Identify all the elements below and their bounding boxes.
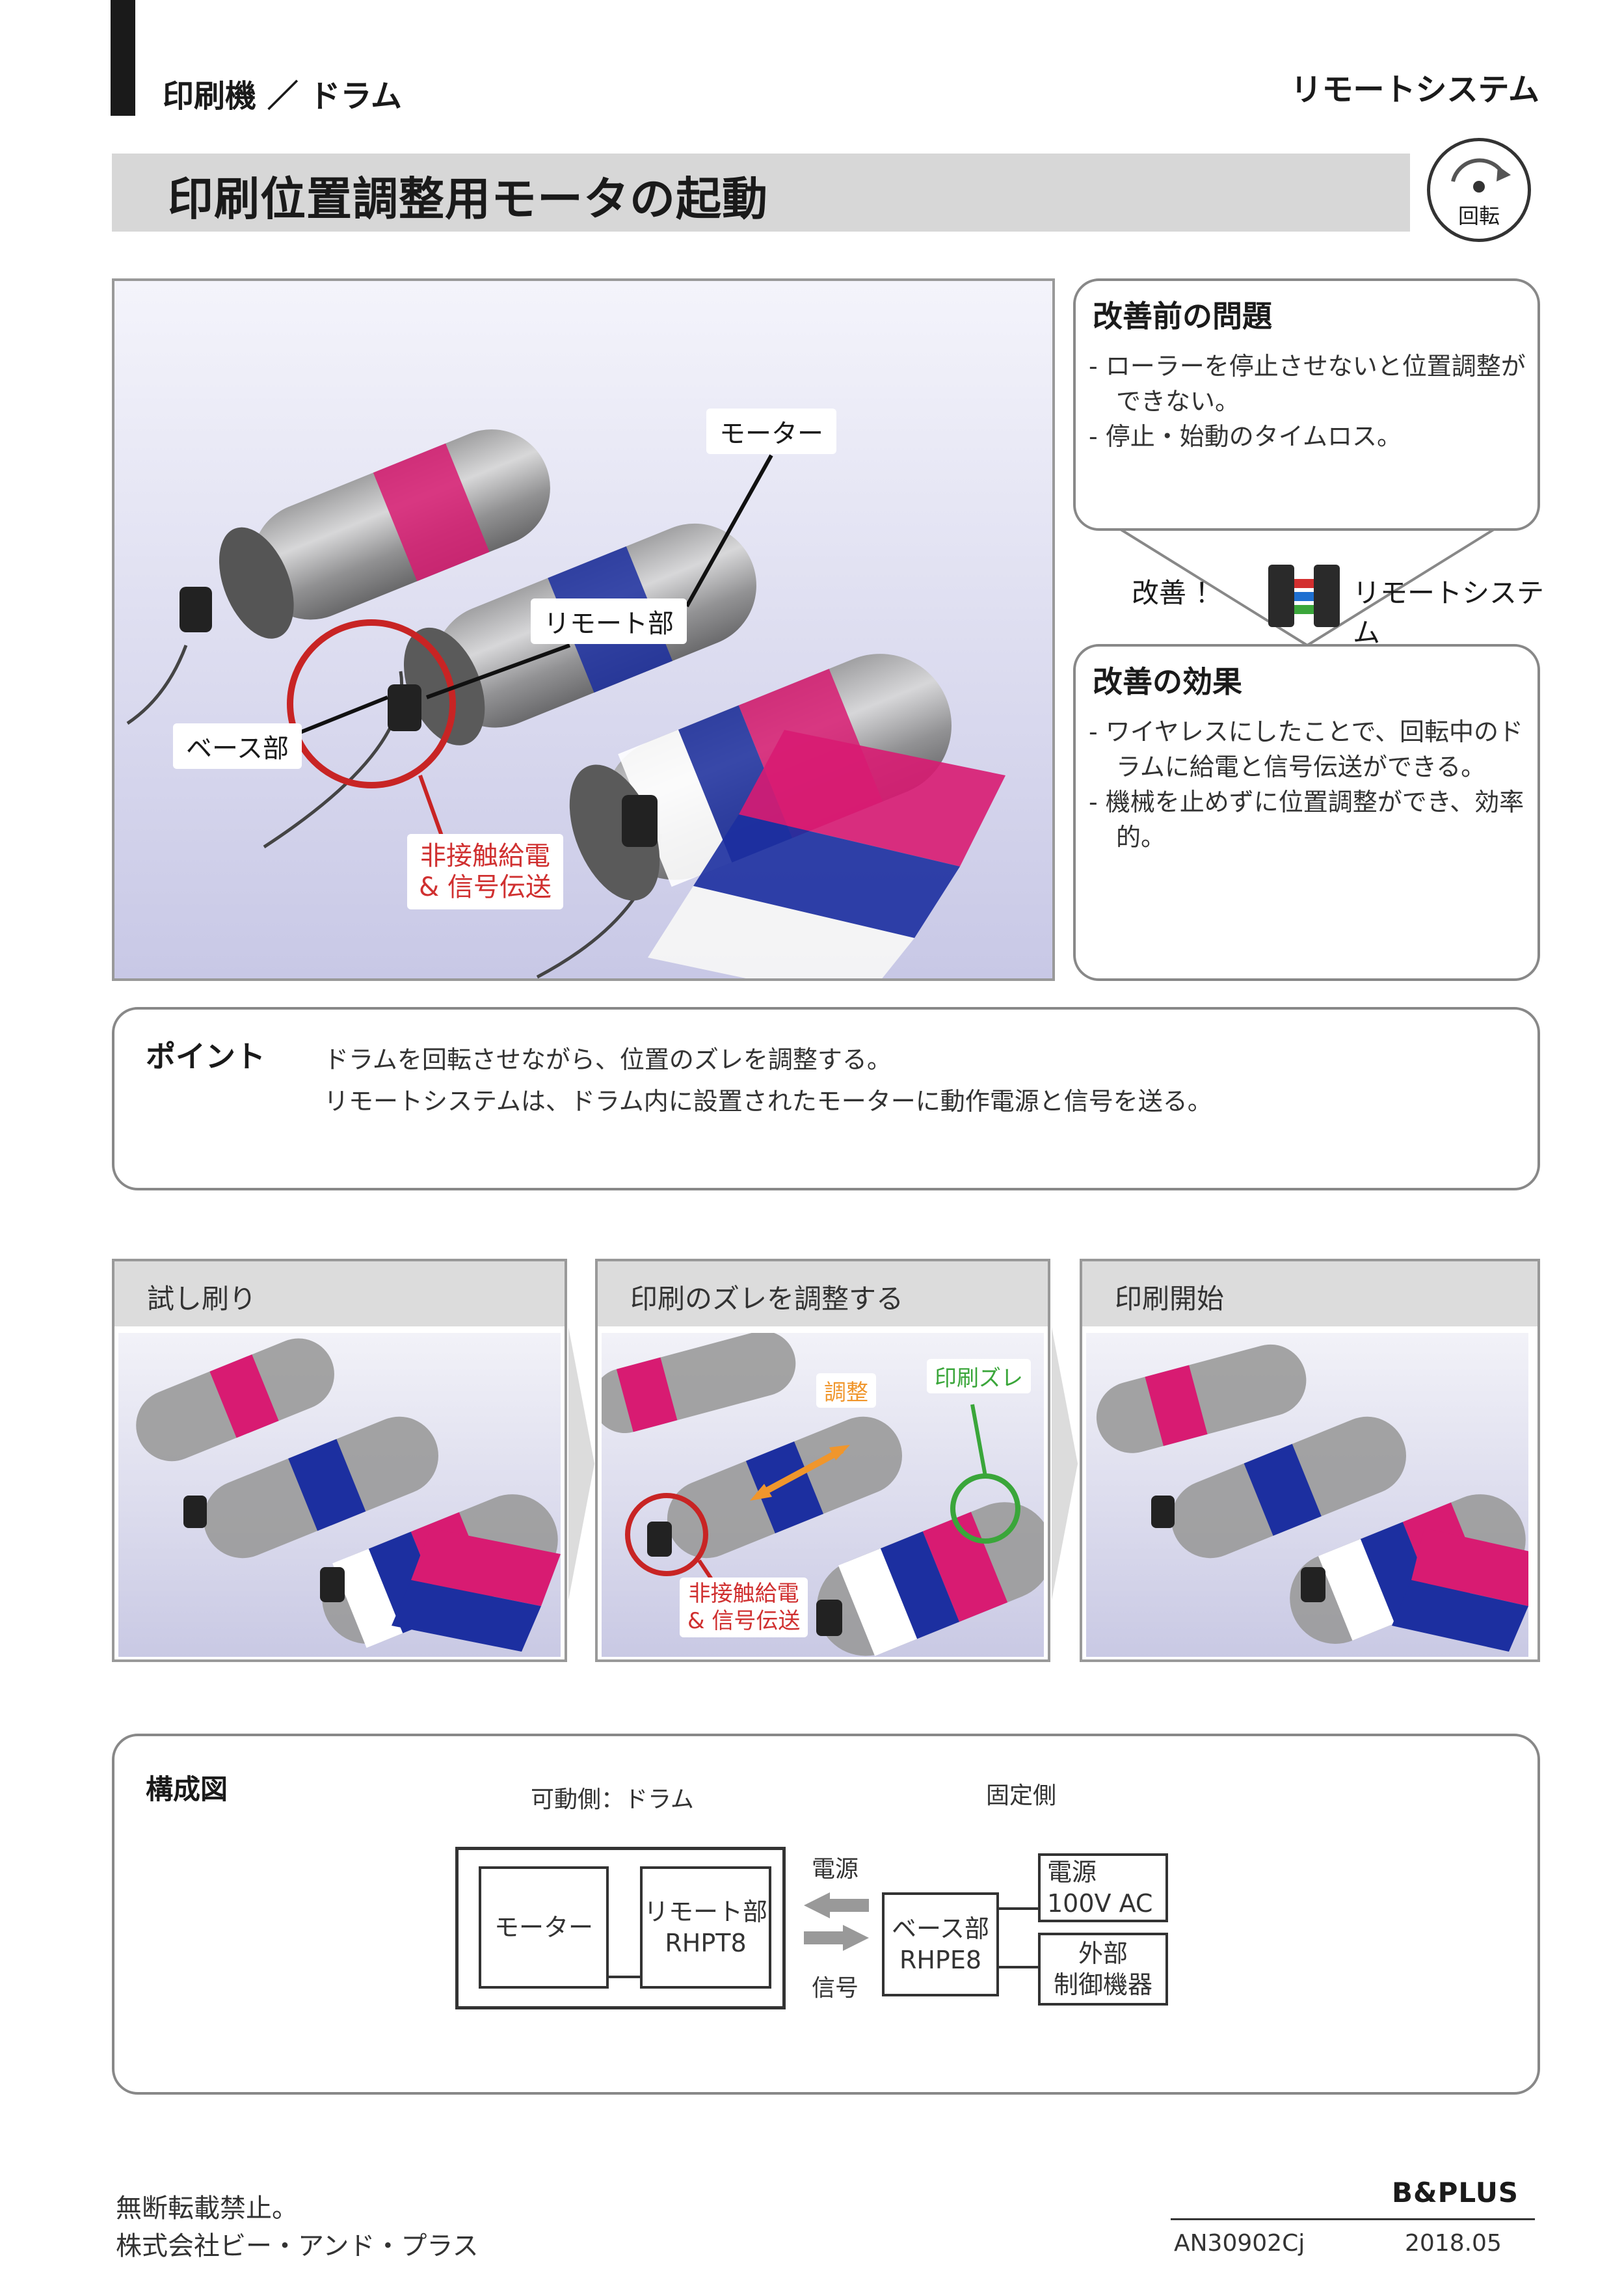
point-title: ポイント bbox=[146, 1039, 265, 1074]
rotation-icon bbox=[1451, 158, 1511, 193]
misprint-callout: 印刷ズレ bbox=[927, 1359, 1031, 1393]
contactless-callout: 非接触給電 & 信号伝送 bbox=[680, 1577, 808, 1637]
contactless-line1: 非接触給電 bbox=[688, 1581, 799, 1607]
contactless-line2: & 信号伝送 bbox=[687, 1608, 801, 1634]
power-arrow-label: 電源 bbox=[812, 1856, 859, 1883]
effect-item: ワイヤレスにしたことで、回転中のドラムに給電と信号伝送ができる。 bbox=[1089, 714, 1537, 785]
contactless-line2: & 信号伝送 bbox=[419, 872, 552, 902]
remote-box-line2: RHPT8 bbox=[665, 1929, 747, 1957]
base-box-line1: ベース部 bbox=[891, 1914, 990, 1943]
effect-title: 改善の効果 bbox=[1093, 664, 1242, 699]
document-number: AN30902Cj bbox=[1174, 2230, 1305, 2257]
step-title: 試し刷り bbox=[147, 1283, 257, 1315]
fixed-side-label: 固定側 bbox=[986, 1782, 1057, 1809]
problem-item: ローラーを停止させないと位置調整ができない。 bbox=[1089, 349, 1537, 419]
contactless-callout: 非接触給電 & 信号伝送 bbox=[407, 834, 563, 909]
effect-list: ワイヤレスにしたことで、回転中のドラムに給電と信号伝送ができる。 機械を止めずに… bbox=[1089, 714, 1537, 855]
step-illustration: 調整 印刷ズレ 非接触給電 & 信号伝送 bbox=[602, 1333, 1044, 1657]
power-supply-line2: 100V AC bbox=[1047, 1889, 1153, 1918]
base-box-line2: RHPE8 bbox=[899, 1946, 982, 1974]
title-band bbox=[112, 154, 1410, 232]
hero-illustration: モーター リモート部 ベース部 非接触給電 & 信号伝送 bbox=[112, 278, 1055, 981]
point-panel: ポイント ドラムを回転させながら、位置のズレを調整する。 リモートシステムは、ド… bbox=[112, 1007, 1540, 1190]
step-header: 試し刷り bbox=[114, 1261, 565, 1326]
contactless-line1: 非接触給電 bbox=[419, 841, 550, 871]
step-adjust: 印刷のズレを調整する 調整 印刷ズレ 非接触給電 & 信号伝送 bbox=[595, 1259, 1050, 1662]
footer-no-reprint: 無断転載禁止。 bbox=[116, 2194, 298, 2223]
diagram-connectors bbox=[609, 1892, 1038, 1978]
improvement-label: 改善 ！ bbox=[1132, 577, 1223, 609]
effect-panel: 改善の効果 ワイヤレスにしたことで、回転中のドラムに給電と信号伝送ができる。 機… bbox=[1073, 644, 1540, 981]
motor-box: モーター bbox=[479, 1866, 609, 1989]
step-test-print: 試し刷り bbox=[112, 1259, 567, 1662]
external-controller-box: 外部 制御機器 bbox=[1038, 1933, 1168, 2006]
step-title: 印刷のズレを調整する bbox=[630, 1283, 904, 1315]
step-illustration bbox=[1086, 1333, 1528, 1657]
remote-system-device-icon bbox=[1268, 565, 1340, 627]
page-title: 印刷位置調整用モータの起動 bbox=[168, 172, 768, 226]
step-header: 印刷のズレを調整する bbox=[598, 1261, 1048, 1326]
structure-title: 構成図 bbox=[146, 1773, 228, 1805]
remote-box-line1: リモート部 bbox=[643, 1898, 767, 1926]
rotation-badge: 回転 bbox=[1427, 138, 1531, 242]
drum-illustration bbox=[126, 429, 1005, 978]
improvement-row: 改善 ！ リモートシステム bbox=[1132, 559, 1554, 649]
external-controller-line1: 外部 bbox=[1078, 1939, 1128, 1968]
remote-callout: リモート部 bbox=[531, 598, 687, 644]
improvement-system-label: リモートシステム bbox=[1353, 577, 1545, 649]
header-category: 印刷機 ／ ドラム bbox=[163, 78, 402, 114]
effect-item: 機械を止めずに位置調整ができ、効率的。 bbox=[1089, 785, 1537, 855]
drum-illustration-small bbox=[1096, 1344, 1528, 1652]
drum-illustration-small bbox=[602, 1333, 1044, 1656]
step-header: 印刷開始 bbox=[1082, 1261, 1537, 1326]
problem-list: ローラーを停止させないと位置調整ができない。 停止・始動のタイムロス。 bbox=[1089, 349, 1537, 454]
step-start-print: 印刷開始 bbox=[1080, 1259, 1540, 1662]
footer-company: 株式会社ビー・アンド・プラス bbox=[116, 2231, 479, 2261]
power-supply-box: 電源 100V AC bbox=[1038, 1853, 1168, 1922]
header-product: リモートシステム bbox=[1290, 72, 1539, 108]
motor-box-label: モーター bbox=[494, 1913, 593, 1942]
step-arrow-1 bbox=[568, 1327, 594, 1600]
rotation-badge-label: 回転 bbox=[1458, 204, 1500, 228]
point-line-2: リモートシステムは、ドラム内に設置されたモーターに動作電源と信号を送る。 bbox=[324, 1087, 1212, 1116]
drum-illustration-small bbox=[136, 1338, 561, 1652]
signal-arrow-label: 信号 bbox=[812, 1975, 859, 2002]
external-controller-line2: 制御機器 bbox=[1053, 1970, 1152, 1999]
step-title: 印刷開始 bbox=[1115, 1283, 1225, 1315]
problem-panel: 改善前の問題 ローラーを停止させないと位置調整ができない。 停止・始動のタイムロ… bbox=[1073, 278, 1540, 531]
power-supply-line1: 電源 bbox=[1047, 1858, 1097, 1886]
step-arrow-2 bbox=[1052, 1327, 1078, 1600]
company-logo: B&PLUS bbox=[1392, 2177, 1519, 2208]
document-date: 2018.05 bbox=[1405, 2230, 1502, 2257]
adjust-callout: 調整 bbox=[816, 1373, 876, 1408]
remote-box: リモート部 RHPT8 bbox=[640, 1866, 771, 1989]
footer-rule bbox=[1171, 2218, 1535, 2220]
structure-panel: 構成図 可動側：ドラム 固定側 モーター リモート部 RHPT8 電源 信号 ベ… bbox=[112, 1734, 1540, 2095]
movable-side-label: 可動側：ドラム bbox=[531, 1786, 694, 1813]
motor-callout: モーター bbox=[706, 409, 836, 454]
point-line-1: ドラムを回転させながら、位置のズレを調整する。 bbox=[324, 1045, 892, 1074]
step-illustration bbox=[118, 1333, 561, 1657]
problem-item: 停止・始動のタイムロス。 bbox=[1089, 419, 1537, 454]
base-box: ベース部 RHPE8 bbox=[882, 1892, 999, 1996]
base-callout: ベース部 bbox=[173, 723, 302, 769]
problem-title: 改善前の問題 bbox=[1093, 299, 1272, 334]
header-accent-bar bbox=[111, 0, 135, 116]
